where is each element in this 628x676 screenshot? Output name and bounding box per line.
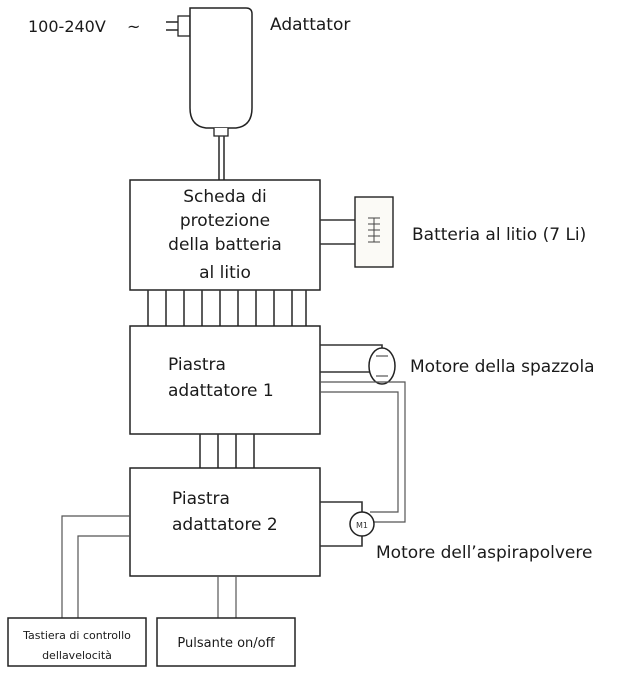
protection-board-box	[129, 179, 321, 291]
brush-motor-icon	[368, 347, 396, 385]
battery-label: Batteria al litio (7 Li)	[412, 225, 586, 245]
speed-keypad-box	[7, 617, 147, 667]
adapter-plate-2-box	[129, 467, 321, 577]
speed-keypad-line-2: dellavelocità	[42, 649, 112, 662]
protection-board-line-1: Scheda di	[183, 187, 267, 207]
adapter-icon	[166, 7, 253, 180]
adapter-plate-1-line-2: adattatore 1	[168, 381, 274, 401]
power-button-box	[156, 617, 296, 667]
adapter-plate-2-line-2: adattatore 2	[172, 515, 278, 535]
adapter-label: Adattator	[270, 15, 350, 35]
adapter-plate-2-line-1: Piastra	[172, 489, 230, 509]
brush-motor-label: Motore della spazzola	[410, 357, 595, 377]
bus-plate1-to-plate2	[199, 434, 255, 468]
power-button-label: Pulsante on/off	[177, 636, 275, 651]
input-voltage-label: 100-240V	[28, 17, 106, 36]
protection-board-line-3: della batteria	[168, 235, 282, 255]
vacuum-motor-symbol: M1	[356, 521, 368, 530]
protection-board-line-2: protezione	[180, 211, 270, 231]
protection-board-line-4: al litio	[199, 263, 251, 283]
vacuum-motor-icon: M1	[349, 511, 375, 537]
vacuum-motor-label: Motore dell’aspirapolvere	[376, 543, 592, 563]
ac-symbol: ~	[127, 17, 140, 36]
adapter-plate-1-line-1: Piastra	[168, 355, 226, 375]
speed-keypad-line-1: Tastiera di controllo	[22, 629, 131, 642]
battery-icon	[354, 196, 394, 268]
bus-board-to-plate1	[147, 290, 307, 326]
adapter-plate-1-box	[129, 325, 321, 435]
